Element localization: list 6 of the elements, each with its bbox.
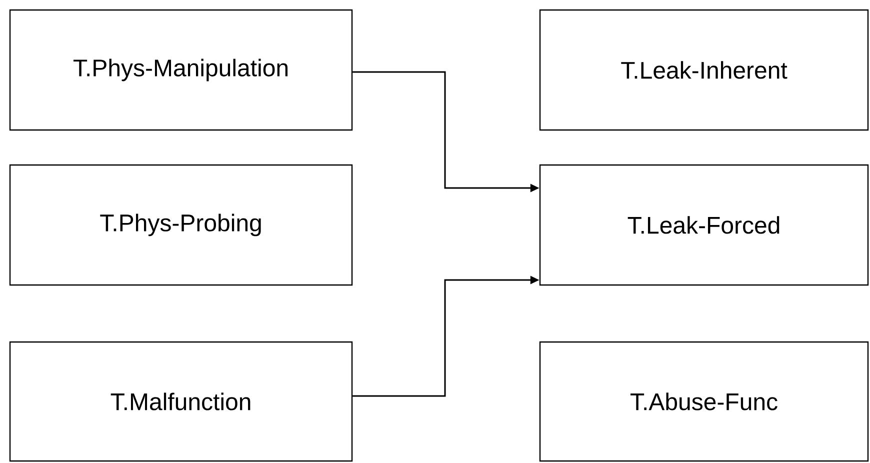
process-box: T.Abuse-Func <box>539 341 869 462</box>
process-box: T.Phys-Probing <box>9 164 353 286</box>
process-box: T.Phys-Manipulation <box>9 9 353 131</box>
process-box: T.Leak-Forced <box>539 164 869 286</box>
process-box: T.Malfunction <box>9 341 353 462</box>
process-box: T.Leak-Inherent <box>539 9 869 131</box>
